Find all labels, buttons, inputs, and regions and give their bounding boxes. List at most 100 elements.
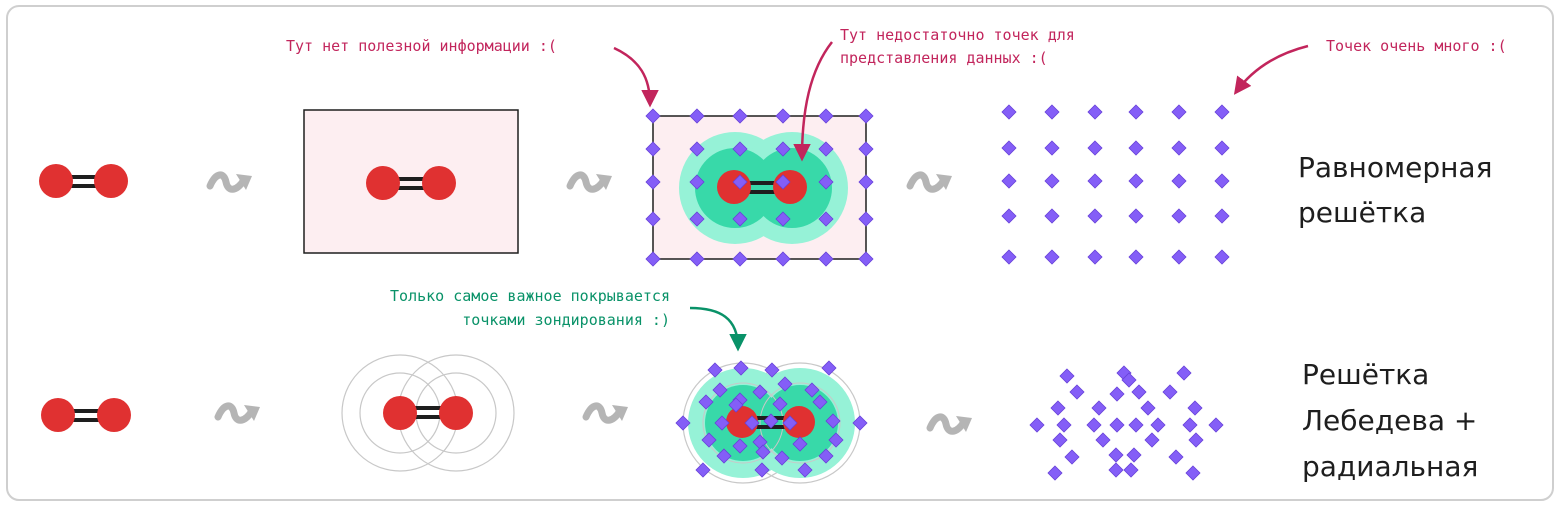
- diamond-point-icon: [1187, 400, 1203, 416]
- diamond-point-icon: [1069, 384, 1085, 400]
- diamond-point-icon: [701, 432, 717, 448]
- diamond-point-icon: [1044, 249, 1060, 265]
- diamond-point-icon: [645, 251, 661, 267]
- diamond-point-icon: [1095, 432, 1111, 448]
- annotation-not-enough-line1: Тут недостаточно точек для: [840, 26, 1075, 44]
- diamond-point-icon: [1087, 208, 1103, 224]
- annotation-too-many: Точек очень много :(: [1326, 37, 1507, 55]
- density-box: [645, 108, 874, 267]
- diamond-point-icon: [858, 251, 874, 267]
- squiggle-arrow-icon: [566, 171, 612, 193]
- diamond-point-icon: [754, 462, 770, 478]
- diamond-point-icon: [764, 362, 780, 378]
- diamond-point-icon: [732, 108, 748, 124]
- diamond-point-icon: [755, 444, 771, 460]
- diamond-point-icon: [1144, 432, 1160, 448]
- diamond-point-icon: [775, 174, 791, 190]
- diamond-point-icon: [732, 211, 748, 227]
- diamond-point-icon: [1052, 432, 1068, 448]
- diamond-point-icon: [1044, 173, 1060, 189]
- molecule-box: [303, 109, 519, 254]
- row-title-uniform-line1: Равномерная: [1298, 151, 1492, 184]
- diamond-point-icon: [1121, 372, 1137, 388]
- annotation-not-enough-line2: представления данных :(: [840, 49, 1048, 67]
- diamond-point-icon: [775, 141, 791, 157]
- diamond-point-icon: [772, 396, 788, 412]
- annotation-arrow-too-many: [1233, 44, 1309, 95]
- diamond-point-icon: [1214, 104, 1230, 120]
- diamond-point-icon: [1087, 249, 1103, 265]
- diamond-point-icon: [732, 251, 748, 267]
- annotation-important-line1: Только самое важное покрывается: [390, 287, 670, 305]
- diamond-point-icon: [821, 360, 837, 376]
- diamond-point-icon: [858, 141, 874, 157]
- annotation-arrow-not-enough: [793, 41, 833, 162]
- diamond-point-icon: [818, 251, 834, 267]
- diamond-point-icon: [714, 415, 730, 431]
- molecule-radial-shells: [341, 354, 515, 472]
- o2-molecule-icon: [41, 398, 131, 432]
- diamond-point-icon: [852, 415, 868, 431]
- diamond-point-icon: [1001, 173, 1017, 189]
- diamond-point-icon: [1044, 104, 1060, 120]
- squiggle-arrow-icon: [582, 402, 628, 424]
- diamond-point-icon: [858, 108, 874, 124]
- diamond-point-icon: [712, 382, 728, 398]
- diamond-point-icon: [1208, 417, 1224, 433]
- diamond-point-icon: [1001, 249, 1017, 265]
- diamond-point-icon: [775, 108, 791, 124]
- diamond-point-icon: [675, 415, 691, 431]
- diamond-point-icon: [818, 211, 834, 227]
- diamond-point-icon: [1131, 384, 1147, 400]
- diamond-point-icon: [1171, 173, 1187, 189]
- row-title-lebedev-line3: радиальная: [1302, 450, 1478, 483]
- diamond-point-icon: [1029, 417, 1045, 433]
- diamond-point-icon: [645, 211, 661, 227]
- diamond-point-icon: [775, 211, 791, 227]
- diamond-point-icon: [1087, 104, 1103, 120]
- diamond-point-icon: [825, 413, 841, 429]
- diamond-point-icon: [1171, 249, 1187, 265]
- diamond-point-icon: [818, 141, 834, 157]
- diamond-point-icon: [1044, 208, 1060, 224]
- diamond-point-icon: [1128, 417, 1144, 433]
- diamond-point-icon: [1091, 400, 1107, 416]
- diamond-point-icon: [782, 415, 798, 431]
- diamond-point-icon: [1128, 140, 1144, 156]
- diamond-point-icon: [828, 432, 844, 448]
- diamond-point-icon: [858, 211, 874, 227]
- density-radial-points: [675, 360, 868, 484]
- diamond-point-icon: [1214, 140, 1230, 156]
- diamond-point-icon: [1001, 208, 1017, 224]
- diamond-point-icon: [1168, 449, 1184, 465]
- squiggle-arrow-icon: [926, 413, 972, 435]
- diamond-point-icon: [1109, 417, 1125, 433]
- diamond-point-icon: [1123, 462, 1139, 478]
- diamond-point-icon: [1056, 417, 1072, 433]
- uniform-point-grid: [1001, 104, 1230, 265]
- diamond-point-icon: [1182, 417, 1198, 433]
- diamond-point-icon: [645, 141, 661, 157]
- diamond-point-icon: [1047, 465, 1063, 481]
- annotation-important-line2: точками зондирования :): [462, 311, 670, 329]
- diamond-point-icon: [1171, 140, 1187, 156]
- diamond-point-icon: [1064, 449, 1080, 465]
- diamond-point-icon: [689, 174, 705, 190]
- diamond-point-icon: [689, 251, 705, 267]
- diamond-point-icon: [1050, 400, 1066, 416]
- diamond-point-icon: [812, 394, 828, 410]
- diamond-point-icon: [752, 384, 768, 400]
- diamond-point-icon: [695, 462, 711, 478]
- diamond-point-icon: [689, 141, 705, 157]
- diamond-point-icon: [744, 415, 760, 431]
- diamond-point-icon: [1150, 417, 1166, 433]
- diamond-point-icon: [818, 448, 834, 464]
- diamond-point-icon: [1140, 400, 1156, 416]
- diamond-point-icon: [1087, 173, 1103, 189]
- diamond-point-icon: [858, 174, 874, 190]
- diamond-point-icon: [707, 362, 723, 378]
- diamond-point-icon: [804, 382, 820, 398]
- diamond-point-icon: [1171, 104, 1187, 120]
- annotation-no-info: Тут нет полезной информации :(: [286, 37, 557, 55]
